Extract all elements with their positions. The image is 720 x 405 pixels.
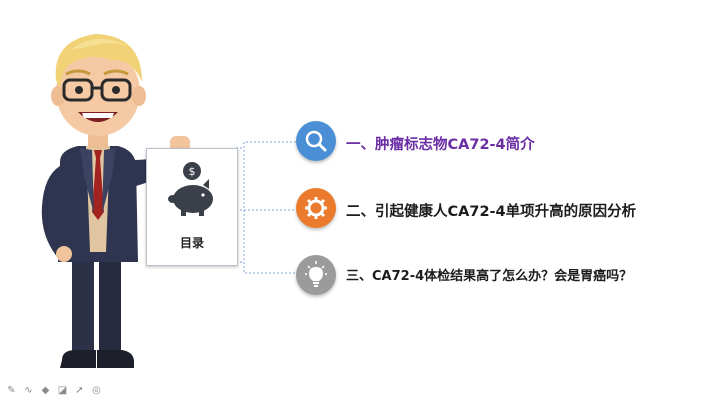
pen-icon[interactable]: ✎ [7,385,16,396]
presenter-illustration [41,34,190,368]
item-2-circle[interactable] [296,188,336,228]
piggy-bank-dollar-icon: $ [168,162,213,216]
item-3-text[interactable]: 三、CA72-4体检结果高了怎么办？会是胃癌吗？ [346,269,633,284]
eraser-icon[interactable]: ◪ [57,385,68,396]
lightbulb-icon [305,261,327,287]
target-icon[interactable]: ◎ [92,385,101,396]
contents-title: 目录 [179,236,204,250]
item-3-circle[interactable] [296,255,336,295]
gear-icon [305,197,327,219]
brush-icon[interactable]: ◆ [41,385,50,396]
item-2-text[interactable]: 二、引起健康人CA72-4单项升高的原因分析 [346,204,637,220]
pointer-icon[interactable]: ➚ [75,385,84,396]
search-icon [305,130,327,152]
contents-card: $ 目录 [146,148,238,266]
curve-icon[interactable]: ∿ [24,385,33,396]
presentation-toolbar: ✎ ∿ ◆ ◪ ➚ ◎ [6,385,102,396]
svg-text:$: $ [189,165,196,178]
item-1-text[interactable]: 一、肿瘤标志物CA72-4简介 [346,137,535,153]
item-1-circle[interactable] [296,121,336,161]
